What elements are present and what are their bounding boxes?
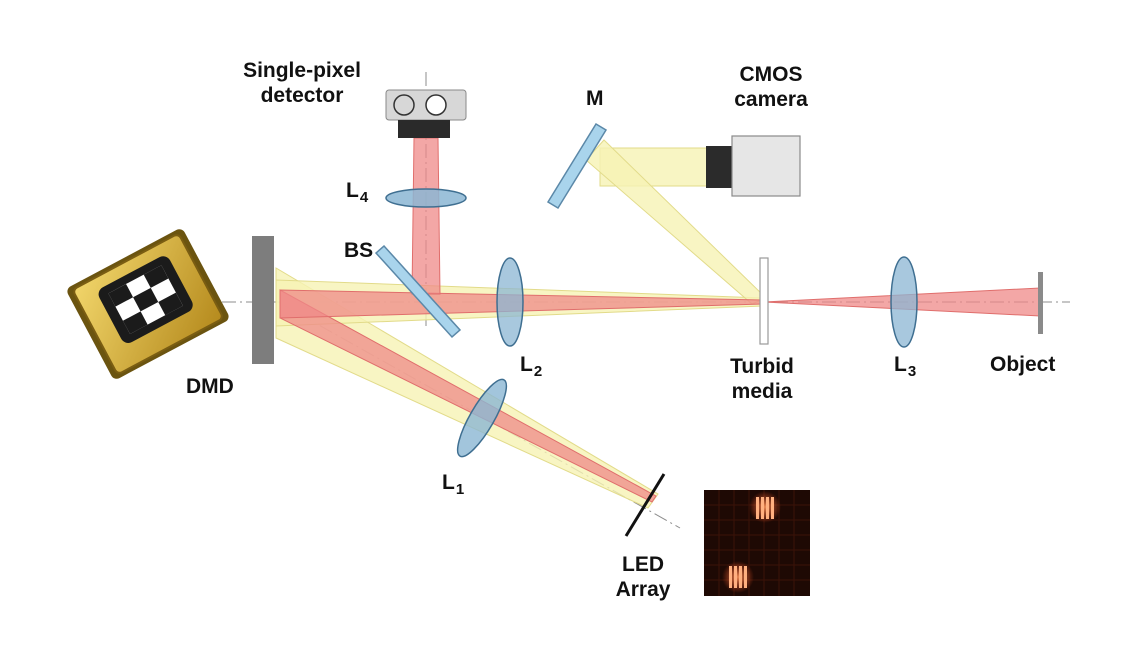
- mirror: [546, 122, 608, 210]
- label-led-array: LED Array: [598, 552, 688, 602]
- label-cmos-line1: CMOS: [739, 63, 803, 86]
- label-l4-base: L: [346, 179, 359, 202]
- label-dmd: DMD: [186, 375, 234, 398]
- label-object: Object: [990, 353, 1056, 376]
- label-single-pixel-line2: detector: [260, 84, 344, 107]
- dmd-chip: [67, 229, 229, 379]
- label-turbid-media: Turbid media: [712, 354, 812, 404]
- label-single-pixel-detector: Single-pixel detector: [222, 58, 382, 108]
- led-array-image: [704, 490, 810, 596]
- cmos-camera: [706, 135, 801, 197]
- label-l3-base: L: [894, 353, 907, 376]
- label-beam-splitter: BS: [344, 239, 374, 262]
- red-beam-dmd-to-led: [279, 289, 657, 503]
- lens-l1: [456, 378, 508, 458]
- label-turbid-line1: Turbid: [730, 355, 794, 378]
- label-lens-l4: L4: [346, 178, 369, 206]
- label-led-line1: LED: [622, 553, 664, 576]
- beam-splitter: [374, 244, 462, 339]
- label-cmos-line2: camera: [734, 88, 808, 111]
- label-mirror: M: [586, 87, 604, 110]
- red-beam-to-detector: [411, 137, 441, 295]
- label-l1-sub: 1: [455, 481, 465, 498]
- led-array-plane: [624, 473, 666, 537]
- lens-l2: [496, 257, 524, 347]
- turbid-media-slab: [759, 257, 769, 345]
- label-lens-l2: L2: [520, 352, 543, 380]
- single-pixel-detector: [385, 89, 467, 138]
- label-lens-l1: L1: [442, 470, 465, 498]
- object-plate: [1038, 272, 1043, 334]
- label-led-line2: Array: [615, 578, 671, 601]
- label-l3-sub: 3: [907, 363, 917, 380]
- lens-l3: [890, 256, 918, 348]
- label-lens-l3: L3: [894, 352, 917, 380]
- label-l2-sub: 2: [533, 363, 543, 380]
- label-turbid-line2: media: [731, 380, 793, 403]
- label-cmos-camera: CMOS camera: [716, 62, 826, 112]
- label-l4-sub: 4: [359, 189, 369, 206]
- label-l1-base: L: [442, 471, 455, 494]
- label-single-pixel-line1: Single-pixel: [243, 59, 361, 82]
- dmd-device: [252, 236, 274, 364]
- lens-l4: [385, 188, 467, 208]
- label-l2-base: L: [520, 353, 533, 376]
